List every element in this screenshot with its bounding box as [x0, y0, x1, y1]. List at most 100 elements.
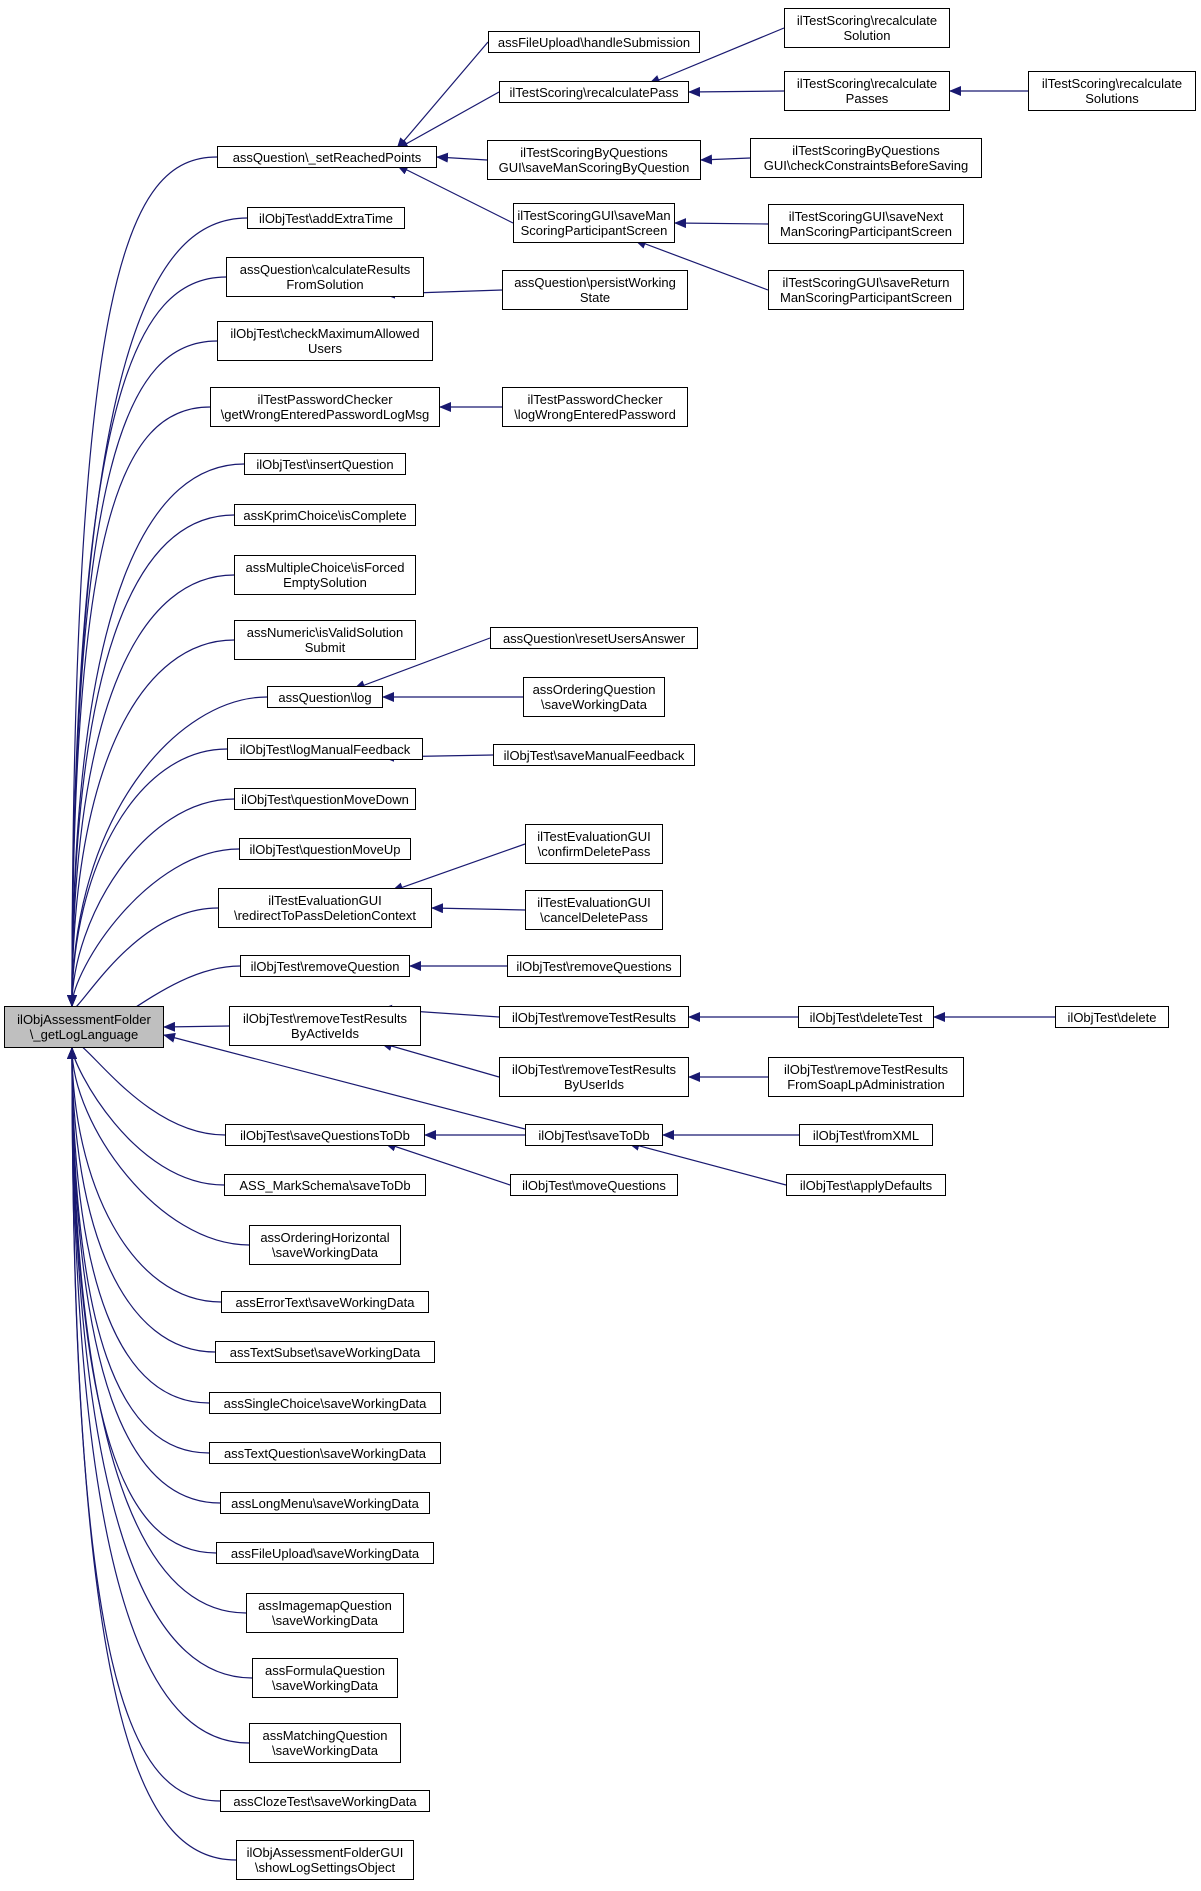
- node-qlog[interactable]: assQuestion\log: [267, 686, 383, 708]
- node-label: ilObjTest\applyDefaults: [799, 1177, 933, 1193]
- node-label: \saveWorkingData: [272, 1678, 378, 1693]
- node-root[interactable]: ilObjAssessmentFolder\_getLogLanguage: [4, 1006, 164, 1048]
- node-label: assQuestion\resetUsersAnswer: [502, 630, 686, 646]
- node-getWrongPwd[interactable]: ilTestPasswordChecker\getWrongEnteredPas…: [210, 387, 440, 427]
- node-label: ilTestScoring\recalculatePass: [509, 84, 679, 100]
- node-matching[interactable]: assMatchingQuestion\saveWorkingData: [249, 1723, 401, 1763]
- node-cancelDelete[interactable]: ilTestEvaluationGUI\cancelDeletePass: [525, 890, 663, 930]
- edge-saveNextMan-to-saveManPart: [674, 218, 769, 229]
- node-label: \saveWorkingData: [272, 1613, 378, 1628]
- node-errorText[interactable]: assErrorText\saveWorkingData: [221, 1291, 429, 1313]
- node-showLogSettings[interactable]: ilObjAssessmentFolderGUI\showLogSettings…: [236, 1840, 414, 1880]
- node-saveManualFb[interactable]: ilObjTest\saveManualFeedback: [493, 744, 695, 766]
- node-logWrongPwd[interactable]: ilTestPasswordChecker\logWrongEnteredPas…: [502, 387, 688, 427]
- node-imagemap[interactable]: assImagemapQuestion\saveWorkingData: [246, 1593, 404, 1633]
- node-objDelete[interactable]: ilObjTest\delete: [1055, 1006, 1169, 1028]
- node-label: ilTestScoringGUI\saveNext: [788, 209, 944, 224]
- node-label: ilObjTest\removeTestResults: [512, 1062, 676, 1077]
- node-label: assTextQuestion\saveWorkingData: [223, 1445, 427, 1461]
- node-deleteTest[interactable]: ilObjTest\deleteTest: [798, 1006, 934, 1028]
- node-label: ilObjTest\delete: [1067, 1009, 1157, 1025]
- node-kprim[interactable]: assKprimChoice\isComplete: [234, 504, 416, 526]
- node-resetUsersAnswer[interactable]: assQuestion\resetUsersAnswer: [490, 627, 698, 649]
- node-removeQuestions[interactable]: ilObjTest\removeQuestions: [507, 955, 681, 977]
- node-logManualFb[interactable]: ilObjTest\logManualFeedback: [227, 738, 423, 760]
- node-label: ByActiveIds: [291, 1026, 359, 1041]
- node-longMenu[interactable]: assLongMenu\saveWorkingData: [220, 1492, 430, 1514]
- node-moveDown[interactable]: ilObjTest\questionMoveDown: [234, 788, 416, 810]
- node-label: GUI\saveManScoringByQuestion: [498, 160, 690, 175]
- edge-saveToDb-to-root: [163, 1032, 526, 1130]
- edge-checkConstraints-to-saveManByQ: [700, 154, 751, 165]
- node-insertQuestion[interactable]: ilObjTest\insertQuestion: [244, 453, 406, 475]
- node-redirectPass[interactable]: ilTestEvaluationGUI\redirectToPassDeleti…: [218, 888, 432, 928]
- edge-getWrongPwd-to-root: [67, 406, 211, 1007]
- node-label: ilObjTest\saveToDb: [538, 1127, 650, 1143]
- node-label: assClozeTest\saveWorkingData: [233, 1793, 417, 1809]
- node-applyDefaults[interactable]: ilObjTest\applyDefaults: [786, 1174, 946, 1196]
- node-moveUp[interactable]: ilObjTest\questionMoveUp: [239, 838, 411, 860]
- node-label: ilTestEvaluationGUI: [268, 893, 382, 908]
- node-orderingH[interactable]: assOrderingHorizontal\saveWorkingData: [249, 1225, 401, 1265]
- node-label: \logWrongEnteredPassword: [514, 407, 676, 422]
- node-saveToDb[interactable]: ilObjTest\saveToDb: [525, 1124, 663, 1146]
- node-textQuestion[interactable]: assTextQuestion\saveWorkingData: [209, 1442, 441, 1464]
- node-markSchema[interactable]: ASS_MarkSchema\saveToDb: [224, 1174, 426, 1196]
- node-setReached[interactable]: assQuestion\_setReachedPoints: [217, 146, 437, 168]
- node-confirmDelete[interactable]: ilTestEvaluationGUI\confirmDeletePass: [525, 824, 663, 864]
- edge-moveUp-to-root: [67, 848, 240, 1007]
- edge-insertQuestion-to-root: [67, 463, 245, 1007]
- node-label: assOrderingQuestion: [532, 682, 656, 697]
- node-addExtraTime[interactable]: ilObjTest\addExtraTime: [247, 207, 405, 229]
- node-label: ilTestScoringGUI\saveReturn: [782, 275, 950, 290]
- node-label: ilTestScoring\recalculate: [796, 13, 938, 28]
- node-label: assQuestion\_setReachedPoints: [232, 149, 422, 165]
- node-cloze[interactable]: assClozeTest\saveWorkingData: [220, 1790, 430, 1812]
- node-fileUploadHS[interactable]: assFileUpload\handleSubmission: [488, 31, 700, 53]
- edge-saveReturnMan-to-saveManPart: [634, 239, 769, 291]
- node-textSubset[interactable]: assTextSubset\saveWorkingData: [215, 1341, 435, 1363]
- node-label: GUI\checkConstraintsBeforeSaving: [763, 158, 969, 173]
- edge-saveQToDb-to-root: [67, 1036, 226, 1136]
- node-orderingQ[interactable]: assOrderingQuestion\saveWorkingData: [523, 677, 665, 717]
- node-label: EmptySolution: [283, 575, 367, 590]
- node-singleChoice[interactable]: assSingleChoice\saveWorkingData: [209, 1392, 441, 1414]
- edge-removeTRByActive-to-root: [163, 1021, 230, 1032]
- edge-checkMaxUsers-to-root: [67, 340, 218, 1007]
- node-removeTR[interactable]: ilObjTest\removeTestResults: [499, 1006, 689, 1028]
- edge-removeTRByUser-to-removeTRByActive: [380, 1041, 500, 1078]
- node-saveQToDb[interactable]: ilObjTest\saveQuestionsToDb: [225, 1124, 425, 1146]
- node-label: assOrderingHorizontal: [260, 1230, 390, 1245]
- node-fileUploadSWD[interactable]: assFileUpload\saveWorkingData: [216, 1542, 434, 1564]
- node-label: \saveWorkingData: [272, 1245, 378, 1260]
- node-formula[interactable]: assFormulaQuestion\saveWorkingData: [252, 1658, 398, 1698]
- node-label: \showLogSettingsObject: [254, 1860, 396, 1875]
- node-moveQuestions[interactable]: ilObjTest\moveQuestions: [510, 1174, 678, 1196]
- node-fromXML[interactable]: ilObjTest\fromXML: [799, 1124, 933, 1146]
- node-label: ilTestScoringGUI\saveMan: [517, 208, 671, 223]
- node-label: assImagemapQuestion: [258, 1598, 392, 1613]
- node-label: ManScoringParticipantScreen: [780, 290, 952, 305]
- node-removeQuestion[interactable]: ilObjTest\removeQuestion: [240, 955, 410, 977]
- edge-formula-to-root: [67, 1047, 253, 1679]
- edge-confirmDelete-to-redirectPass: [391, 843, 526, 893]
- node-recalcPass[interactable]: ilTestScoring\recalculatePass: [499, 81, 689, 103]
- node-label: ilObjTest\logManualFeedback: [239, 741, 411, 757]
- edge-redirectPass-to-root: [67, 907, 219, 1018]
